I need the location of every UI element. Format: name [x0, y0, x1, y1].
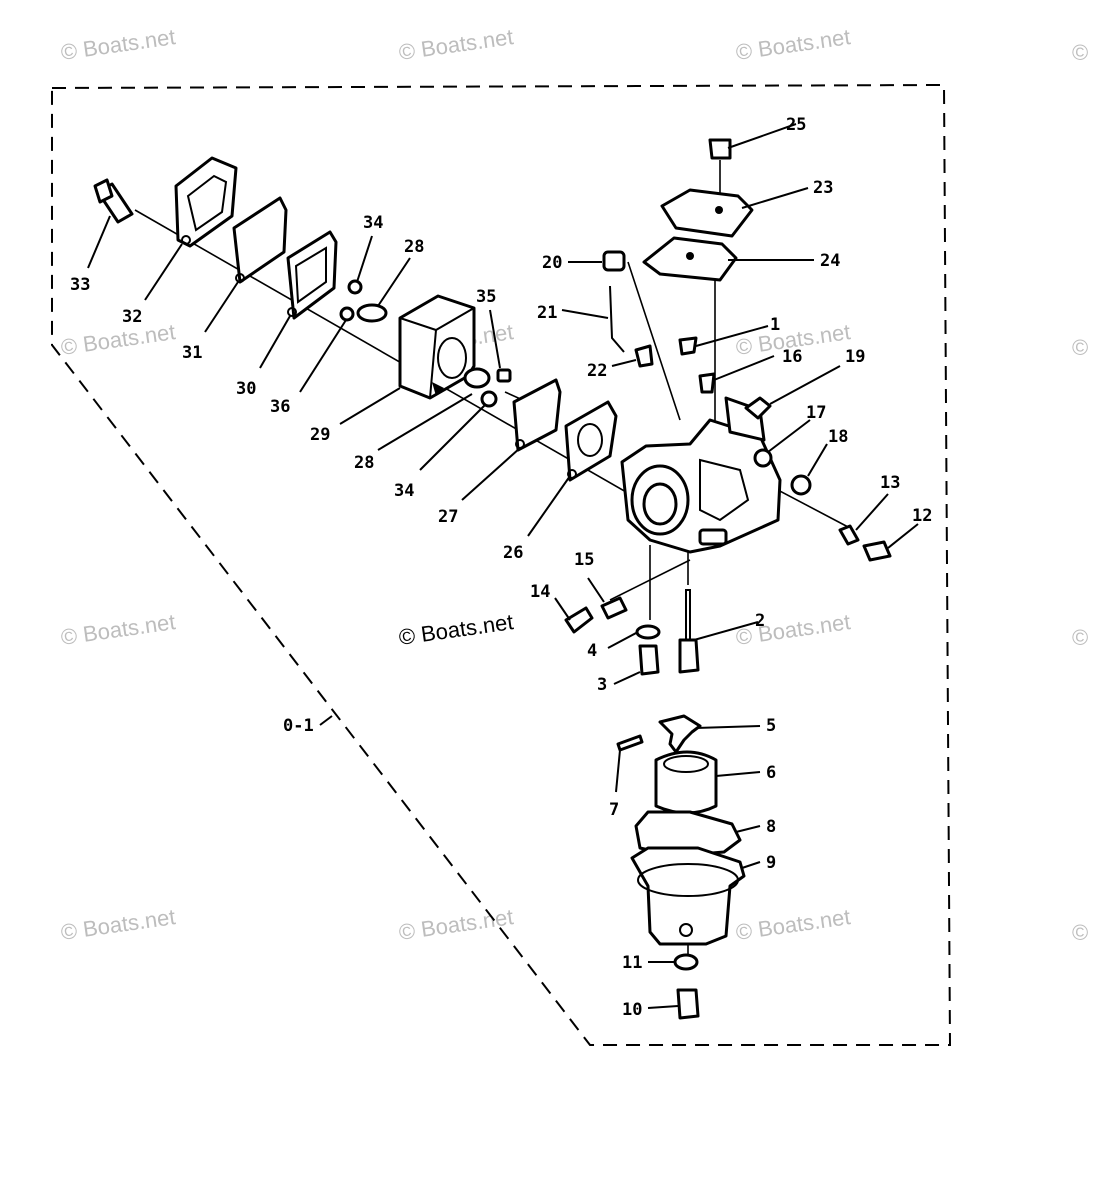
watermark: © Boats.net: [397, 24, 515, 65]
part-4-washer: [635, 624, 661, 640]
part-5-float-arm: [658, 714, 702, 754]
watermark: © Boats.net: [59, 319, 177, 360]
callout-9: 9: [766, 853, 776, 873]
callout-4: 4: [587, 641, 597, 661]
watermark: © Boats.net: [734, 24, 852, 65]
callout-31: 31: [182, 343, 202, 363]
callout-17: 17: [806, 403, 826, 423]
leader-lines: [87, 123, 919, 1009]
callout-20: 20: [542, 253, 562, 273]
part-1-screw: [678, 336, 698, 356]
part-25-screw: [708, 138, 732, 160]
part-22-clip: [634, 344, 654, 368]
part-36-valve: [339, 306, 355, 322]
part-34-check-valve-lower: [480, 390, 498, 408]
callout-12: 12: [912, 506, 932, 526]
part-21-choke-rod: [609, 285, 625, 353]
part-16-plug: [698, 372, 716, 394]
watermark: ©: [1072, 335, 1088, 360]
callout-8: 8: [766, 817, 776, 837]
callout-2: 2: [755, 611, 765, 631]
callout-33: 33: [70, 275, 90, 295]
part-33-bolt: [93, 178, 134, 224]
callout-29: 29: [310, 425, 330, 445]
watermark: © Boats.net: [734, 904, 852, 945]
callout-30: 30: [236, 379, 256, 399]
part-31-gasket: [232, 196, 288, 284]
assembly-boundary: [51, 83, 952, 1046]
callout-21: 21: [537, 303, 557, 323]
part-19-fuel-inlet-fitting: [744, 396, 772, 420]
part-18-plug: [790, 474, 812, 496]
part-20-fitting: [602, 250, 626, 272]
part-32-fuel-pump-cover: [174, 156, 238, 248]
callout-26: 26: [503, 543, 523, 563]
watermark: © Boats.net: [59, 24, 177, 65]
callout-5: 5: [766, 716, 776, 736]
part-27-gasket: [512, 378, 562, 452]
callout-labels: 33 32 31 30 34 28 36 35 29 28 34 27 26 2…: [70, 115, 932, 1020]
watermark-center: © Boats.net: [397, 609, 515, 650]
part-35-screw: [496, 368, 512, 383]
callout-11: 11: [622, 953, 642, 973]
callout-27: 27: [438, 507, 458, 527]
part-28-retainer-upper: [356, 303, 388, 323]
part-15-spring: [600, 596, 628, 620]
callout-15: 15: [574, 550, 594, 570]
part-9-float-bowl: [630, 846, 746, 946]
watermark: © Boats.net: [59, 609, 177, 650]
callout-34-lower: 34: [394, 481, 414, 501]
callout-28-lower: 28: [354, 453, 374, 473]
part-6-float: [654, 750, 718, 815]
callout-23: 23: [813, 178, 833, 198]
watermark: © Boats.net: [397, 904, 515, 945]
callout-3: 3: [597, 675, 607, 695]
callout-10: 10: [622, 1000, 642, 1020]
watermark: © Boats.net: [59, 904, 177, 945]
part-10-drain-screw: [676, 988, 700, 1020]
callout-34-upper: 34: [363, 213, 383, 233]
part-14-screw: [564, 606, 594, 634]
callout-6: 6: [766, 763, 776, 783]
callout-14: 14: [530, 582, 550, 602]
part-7-pin: [616, 734, 644, 752]
carburetor-body: [620, 396, 782, 554]
part-12-idle-screw: [862, 540, 892, 562]
part-26-gasket: [564, 400, 618, 482]
watermark: ©: [1072, 40, 1088, 65]
part-24-gasket: [642, 236, 738, 282]
callout-25: 25: [786, 115, 806, 135]
part-29-fuel-pump-body: [398, 294, 491, 400]
part-23-cover: [660, 188, 754, 238]
part-11-washer: [673, 953, 699, 971]
watermark: ©: [1072, 920, 1088, 945]
callout-1: 1: [770, 315, 780, 335]
callout-32: 32: [122, 307, 142, 327]
part-17-screw: [753, 448, 773, 468]
callout-13: 13: [880, 473, 900, 493]
callout-19: 19: [845, 347, 865, 367]
part-34-check-valve-upper: [347, 279, 363, 295]
callout-22: 22: [587, 361, 607, 381]
callout-35: 35: [476, 287, 496, 307]
callout-7: 7: [609, 800, 619, 820]
part-13-spring: [838, 524, 860, 546]
callout-36: 36: [270, 397, 290, 417]
part-30-diaphragm: [286, 230, 338, 320]
callout-18: 18: [828, 427, 848, 447]
part-2-main-jet-needle: [678, 589, 700, 674]
assembly-label: 0-1: [283, 716, 314, 736]
watermark: © Boats.net: [734, 609, 852, 650]
callout-28-upper: 28: [404, 237, 424, 257]
part-3-screw: [638, 644, 660, 676]
watermark: ©: [1072, 625, 1088, 650]
callout-16: 16: [782, 347, 802, 367]
callout-24: 24: [820, 251, 840, 271]
